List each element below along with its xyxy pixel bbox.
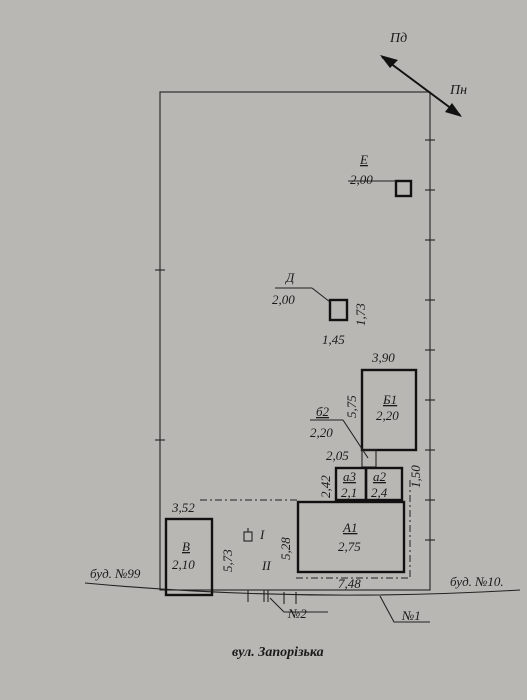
compass-north-label: Пд	[389, 31, 407, 46]
building-b1-depth: 5,75	[344, 395, 359, 418]
right-gap-dim: 1,50	[408, 465, 423, 488]
neighbor-left-label: буд. №99	[90, 566, 141, 581]
house-a1-depth: 5,28	[278, 537, 293, 560]
gate-2-label: №2	[287, 606, 307, 621]
house-a1-name: А1	[342, 520, 357, 535]
building-e-height: 2,00	[350, 172, 373, 187]
street-label: вул. Запорізька	[232, 645, 324, 660]
building-e-name: Е	[359, 152, 368, 167]
well-icon	[243, 531, 253, 542]
extension-a2-height: 2,4	[371, 485, 388, 500]
zone-one-label: I	[259, 527, 265, 542]
building-v-depth: 5,73	[220, 549, 235, 572]
building-b1-name: Б1	[382, 392, 397, 407]
building-v	[164, 517, 214, 597]
building-d	[328, 298, 349, 322]
building-d-name: Д	[284, 270, 295, 285]
building-d-height: 2,00	[272, 292, 295, 307]
porch-b2-width: 2,05	[326, 448, 349, 463]
extension-a3-height: 2,1	[341, 485, 357, 500]
neighbor-right-label: буд. №10.	[450, 574, 504, 589]
compass-south-label: Пн	[449, 83, 467, 98]
porch-b2-height: 2,20	[310, 425, 333, 440]
building-e	[394, 179, 413, 198]
extension-a2	[364, 466, 404, 502]
plot-boundary	[159, 91, 431, 591]
gate-marks	[247, 590, 297, 604]
compass-arrow	[380, 55, 462, 117]
gate-1-label: №1	[401, 608, 421, 623]
extension-a2-name: а2	[373, 469, 387, 484]
porch-height-dim: 2,42	[318, 475, 333, 498]
porch-b2-name: б2	[316, 404, 330, 419]
house-a1	[296, 500, 406, 574]
yard-width-dim: 3,52	[171, 500, 195, 515]
street-line	[84, 582, 521, 596]
building-v-name: В	[182, 539, 190, 554]
building-d-depth: 1,73	[353, 303, 368, 326]
leader-gate-2	[269, 597, 328, 613]
building-b1-height: 2,20	[376, 408, 399, 423]
house-a1-height: 2,75	[338, 539, 361, 554]
building-d-width: 1,45	[322, 332, 345, 347]
leader-gate-1	[379, 595, 430, 623]
building-v-height: 2,10	[172, 557, 195, 572]
boundary-ticks	[155, 139, 435, 541]
extension-a3-name: а3	[343, 469, 357, 484]
zone-two-label: II	[261, 558, 271, 573]
building-b1-width: 3,90	[371, 350, 395, 365]
building-b1	[360, 368, 418, 452]
house-a1-width: 7,48	[338, 576, 361, 591]
